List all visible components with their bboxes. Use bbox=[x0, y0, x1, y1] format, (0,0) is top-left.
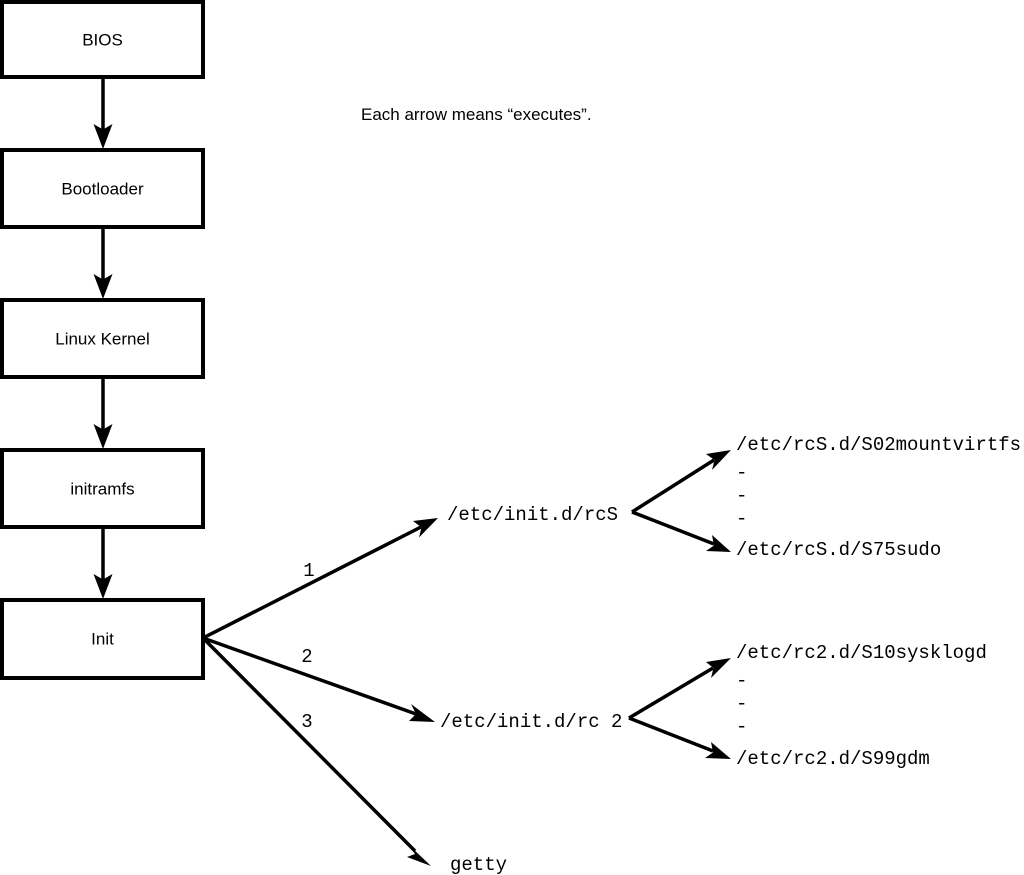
arrowhead-icon bbox=[93, 424, 113, 449]
rcs-ellipsis-dash-2: - bbox=[736, 485, 747, 507]
arrow-rc2-to-last-script bbox=[628, 716, 731, 759]
rc2-ellipsis-dash-2: - bbox=[736, 693, 747, 715]
arrowhead-icon bbox=[407, 845, 431, 866]
rc2-script-last: /etc/rc2.d/S99gdm bbox=[736, 748, 930, 770]
kernel-box-rect bbox=[0, 298, 205, 379]
rc2-ellipsis-dash-1: - bbox=[736, 670, 747, 692]
arrow-rc2-to-first-script bbox=[628, 658, 731, 720]
arrow-bios-to-bootloader bbox=[93, 77, 113, 149]
stage-box-kernel: Linux Kernel bbox=[0, 298, 205, 379]
bios-box-rect bbox=[0, 0, 205, 79]
diagram-caption: Each arrow means “executes”. bbox=[361, 105, 592, 124]
arrow-initramfs-to-init bbox=[93, 527, 113, 599]
arrowhead-icon bbox=[93, 124, 113, 149]
arrow-rcs-to-first-script bbox=[631, 450, 731, 514]
arrow-rcs-to-last-script bbox=[631, 510, 731, 552]
branch-label-rcs: /etc/init.d/rcS bbox=[447, 504, 618, 526]
arrow-kernel-to-initramfs bbox=[93, 377, 113, 449]
arrowhead-icon bbox=[705, 742, 731, 759]
bios-box-label: BIOS bbox=[82, 30, 123, 49]
edge-label-3: 3 bbox=[301, 711, 312, 733]
rcs-script-first: /etc/rcS.d/S02mountvirtfs bbox=[736, 434, 1021, 456]
arrow-init-to-rcs: 1 bbox=[202, 518, 438, 640]
branch-label-getty: getty bbox=[450, 854, 507, 875]
rcs-ellipsis-dash-1: - bbox=[736, 462, 747, 484]
arrowhead-icon bbox=[413, 518, 438, 538]
arrowhead-icon bbox=[706, 658, 731, 678]
edge-label-1: 1 bbox=[303, 560, 314, 582]
arrowhead-icon bbox=[93, 574, 113, 599]
edge-label-2: 2 bbox=[301, 646, 312, 668]
rc2-script-first: /etc/rc2.d/S10sysklogd bbox=[736, 642, 987, 664]
bootloader-box-label: Bootloader bbox=[61, 179, 144, 198]
arrow-init-to-getty: 3 bbox=[201, 636, 431, 866]
rc2-ellipsis-dash-3: - bbox=[736, 716, 747, 738]
init-box-label: Init bbox=[91, 629, 114, 648]
arrow-bootloader-to-kernel bbox=[93, 227, 113, 299]
stage-box-initramfs: initramfs bbox=[0, 448, 205, 529]
arrowhead-icon bbox=[706, 450, 731, 470]
stage-box-bootloader: Bootloader bbox=[0, 148, 205, 229]
arrowhead-icon bbox=[93, 274, 113, 299]
stage-box-init: Init bbox=[0, 598, 205, 680]
kernel-box-label: Linux Kernel bbox=[55, 329, 150, 348]
stage-box-bios: BIOS bbox=[0, 0, 205, 79]
bootloader-box-rect bbox=[0, 148, 205, 229]
rcs-ellipsis-dash-3: - bbox=[736, 508, 747, 530]
rcs-script-last: /etc/rcS.d/S75sudo bbox=[736, 539, 941, 561]
initramfs-box-label: initramfs bbox=[70, 479, 134, 498]
arrowhead-icon bbox=[706, 535, 731, 552]
branch-label-rc2: /etc/init.d/rc 2 bbox=[440, 711, 622, 733]
arrowhead-icon bbox=[409, 704, 435, 722]
arrow-init-to-rc2: 2 bbox=[202, 636, 435, 722]
